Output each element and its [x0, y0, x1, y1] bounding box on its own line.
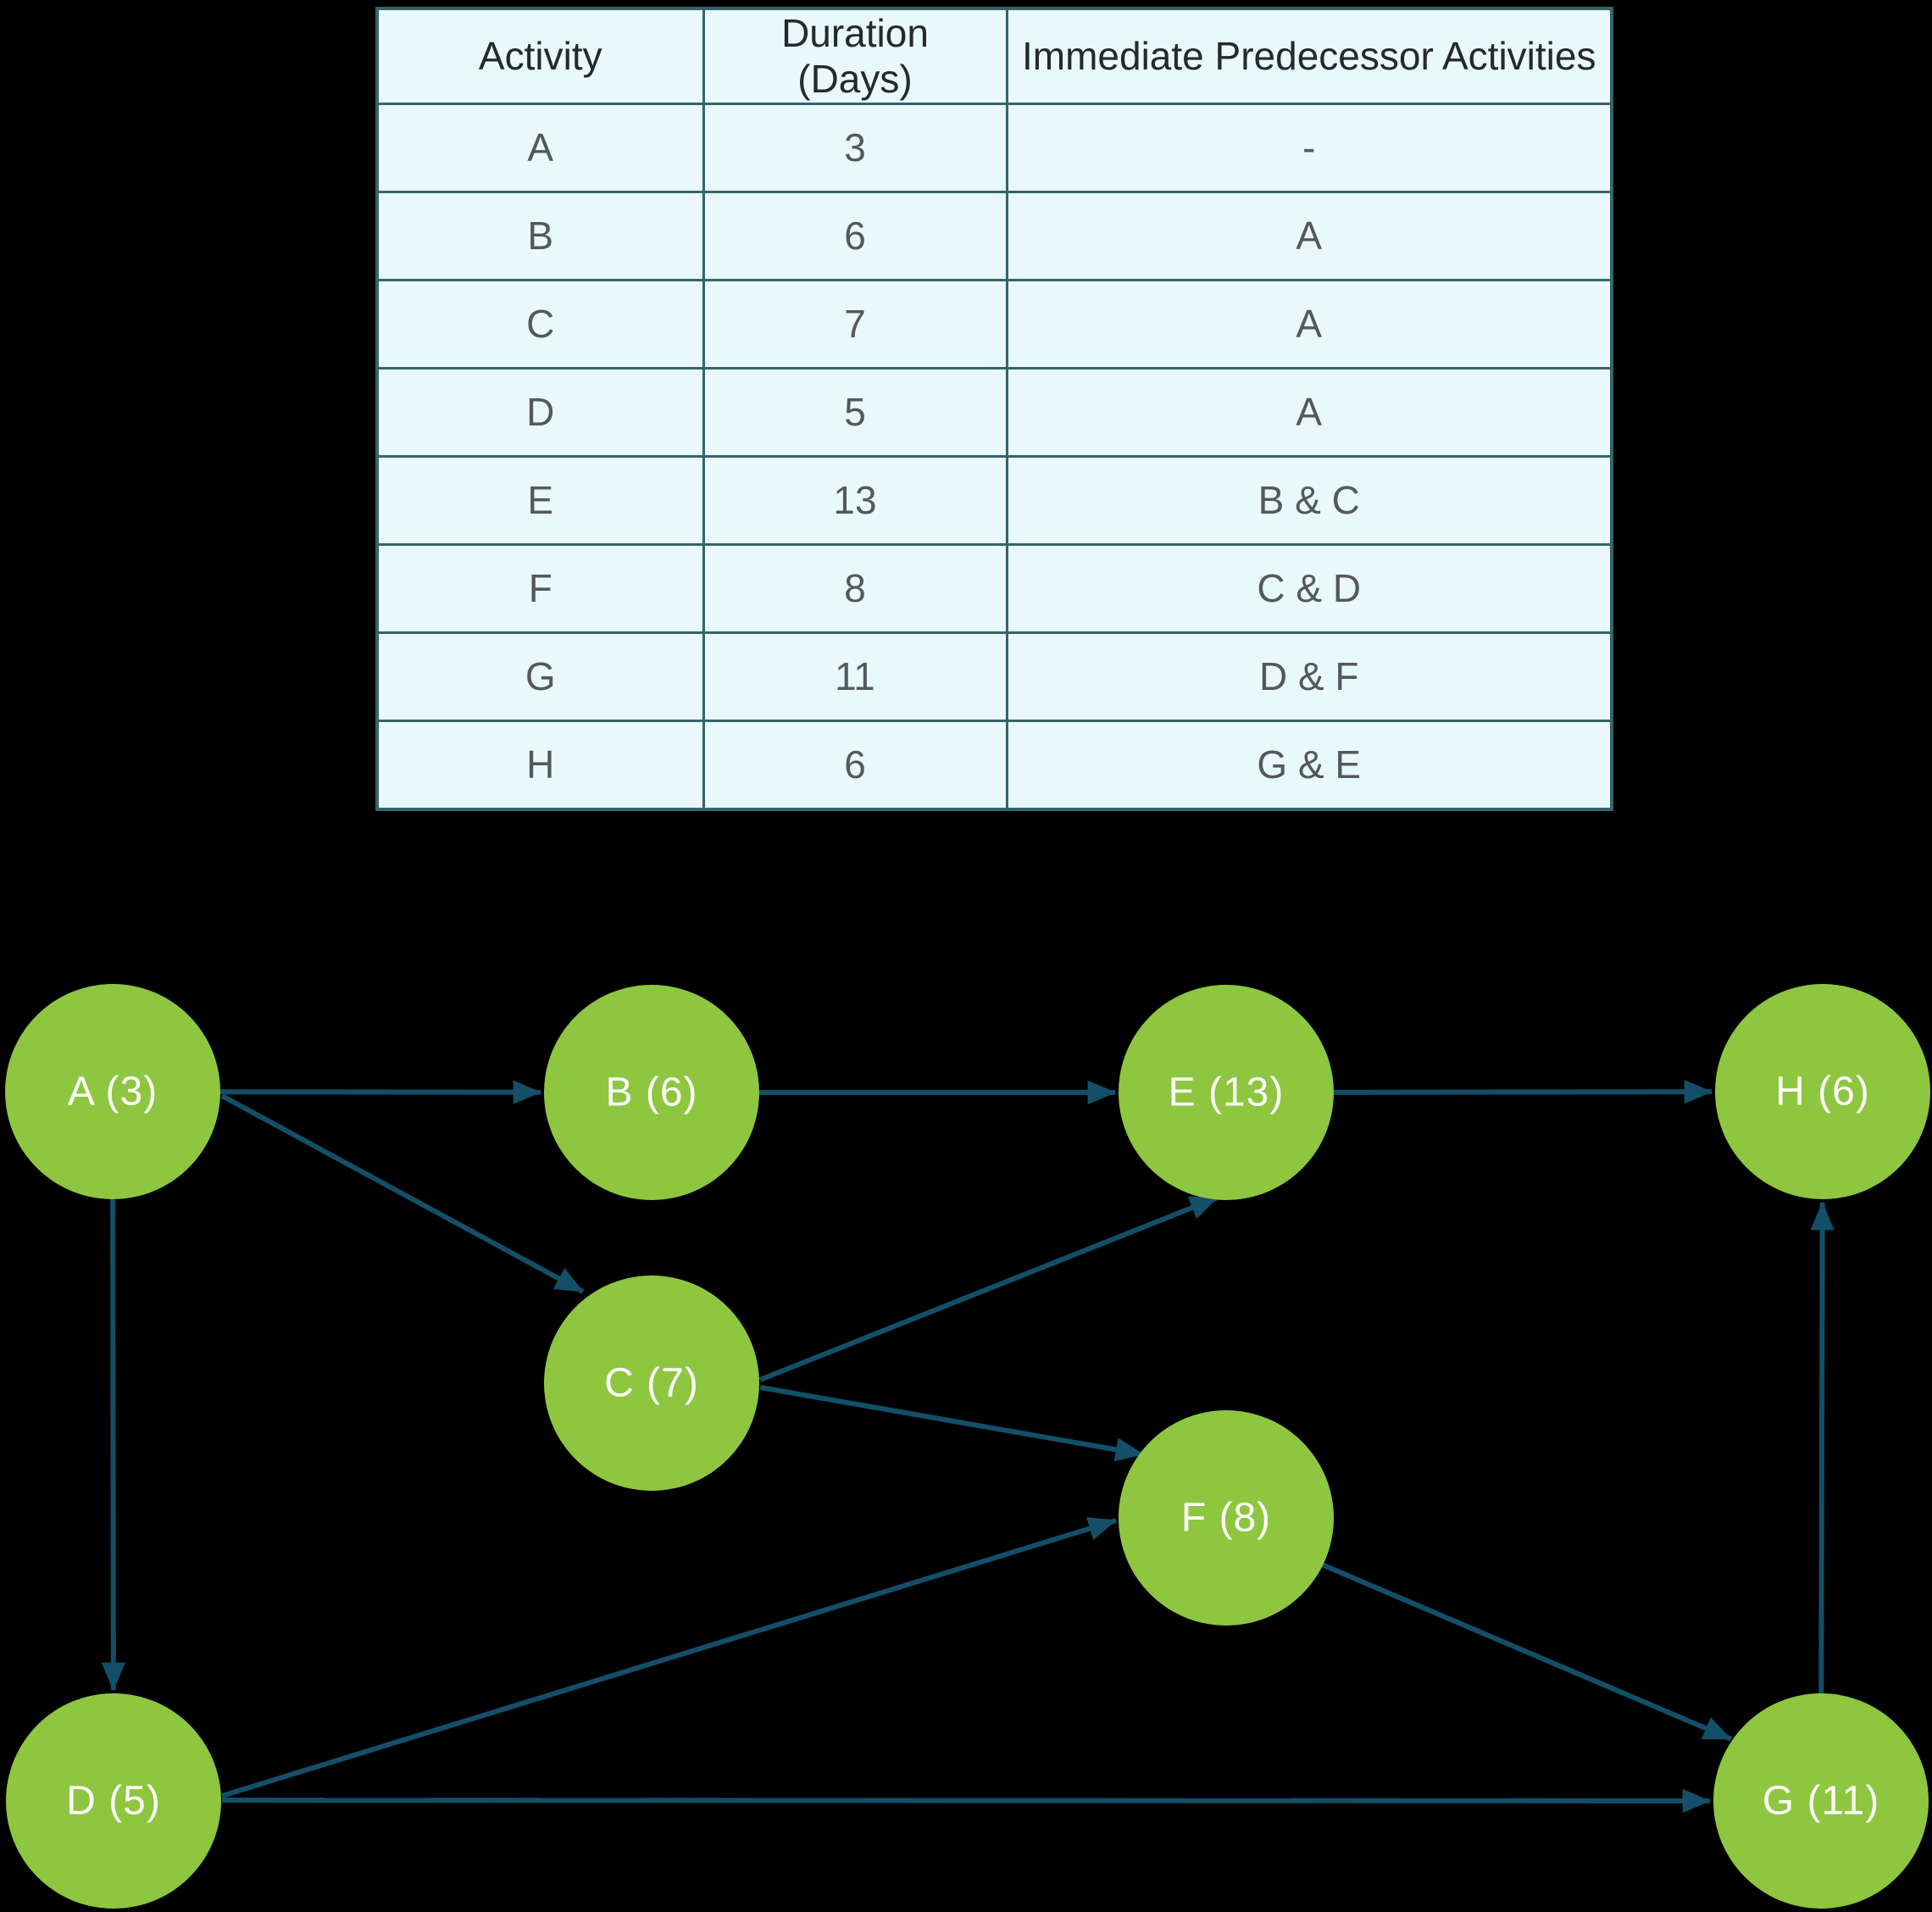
node-E-label: E (13)	[1169, 1070, 1285, 1115]
node-D: D (5)	[6, 1693, 221, 1909]
node-G: G (11)	[1713, 1693, 1929, 1909]
edge-A-D	[101, 1198, 125, 1692]
node-D-label: D (5)	[66, 1779, 161, 1824]
cell-activity-H: H	[375, 719, 705, 811]
node-D-circle	[6, 1693, 221, 1909]
cell-predecessors-A: -	[1005, 102, 1613, 193]
node-E-circle	[1119, 985, 1334, 1200]
node-C-label: C (7)	[604, 1361, 699, 1406]
node-F: F (8)	[1119, 1410, 1334, 1626]
cell-activity-G: G	[375, 631, 705, 722]
cell-predecessors-H: G & E	[1005, 719, 1613, 811]
node-E: E (13)	[1119, 985, 1334, 1200]
edge-F-G	[1320, 1562, 1733, 1742]
cell-duration-C: 7	[702, 278, 1008, 370]
cell-duration-F: 8	[702, 542, 1008, 634]
cell-predecessors-G: D & F	[1005, 631, 1613, 722]
edge-layer	[101, 1080, 1835, 1814]
cell-activity-E: E	[375, 454, 705, 546]
col-header-duration: Duration (Days)	[702, 7, 1008, 105]
activity-table: Activity Duration (Days) Immediate Prede…	[375, 7, 1613, 811]
edge-D-G	[221, 1788, 1712, 1814]
cell-duration-D: 5	[702, 366, 1008, 458]
table-header-row: Activity Duration (Days) Immediate Prede…	[375, 7, 1613, 105]
node-B: B (6)	[544, 985, 759, 1200]
node-G-label: G (11)	[1763, 1779, 1879, 1824]
cell-predecessors-E: B & C	[1005, 454, 1613, 546]
node-A: A (3)	[5, 984, 220, 1199]
cell-activity-B: B	[375, 190, 705, 281]
edge-C-E	[758, 1195, 1219, 1382]
edge-D-F	[221, 1517, 1118, 1798]
cell-duration-E: 13	[702, 454, 1008, 546]
cell-activity-F: F	[375, 542, 705, 634]
col-header-activity: Activity	[375, 7, 705, 105]
cell-duration-H: 6	[702, 719, 1008, 811]
edge-C-F	[759, 1385, 1145, 1462]
cell-activity-D: D	[375, 366, 705, 458]
col-header-predecessors: Immediate Predecessor Activities	[1005, 7, 1613, 105]
cell-predecessors-F: C & D	[1005, 542, 1613, 634]
node-G-circle	[1713, 1693, 1929, 1909]
cell-predecessors-B: A	[1005, 190, 1613, 281]
node-B-circle	[544, 985, 759, 1200]
cell-predecessors-C: A	[1005, 278, 1613, 370]
node-H: H (6)	[1715, 984, 1930, 1199]
cell-duration-A: 3	[702, 102, 1008, 193]
cell-duration-B: 6	[702, 190, 1008, 281]
cell-activity-C: C	[375, 278, 705, 370]
cell-activity-A: A	[375, 102, 705, 193]
node-H-circle	[1715, 984, 1930, 1199]
node-F-label: F (8)	[1181, 1496, 1271, 1541]
node-C-circle	[544, 1276, 759, 1491]
node-A-label: A (3)	[68, 1070, 158, 1114]
edge-A-C	[220, 1093, 585, 1294]
node-layer: A (3) B (6) C (7) D (5) E (13) F (8) G (11) H (…	[5, 984, 1930, 1909]
node-F-circle	[1119, 1410, 1334, 1626]
cell-duration-G: 11	[702, 631, 1008, 722]
cell-predecessors-D: A	[1005, 366, 1613, 458]
node-H-label: H (6)	[1775, 1070, 1870, 1114]
node-B-label: B (6)	[605, 1070, 697, 1115]
node-A-circle	[5, 984, 220, 1199]
node-C: C (7)	[544, 1276, 759, 1491]
edge-G-H	[1810, 1201, 1835, 1694]
